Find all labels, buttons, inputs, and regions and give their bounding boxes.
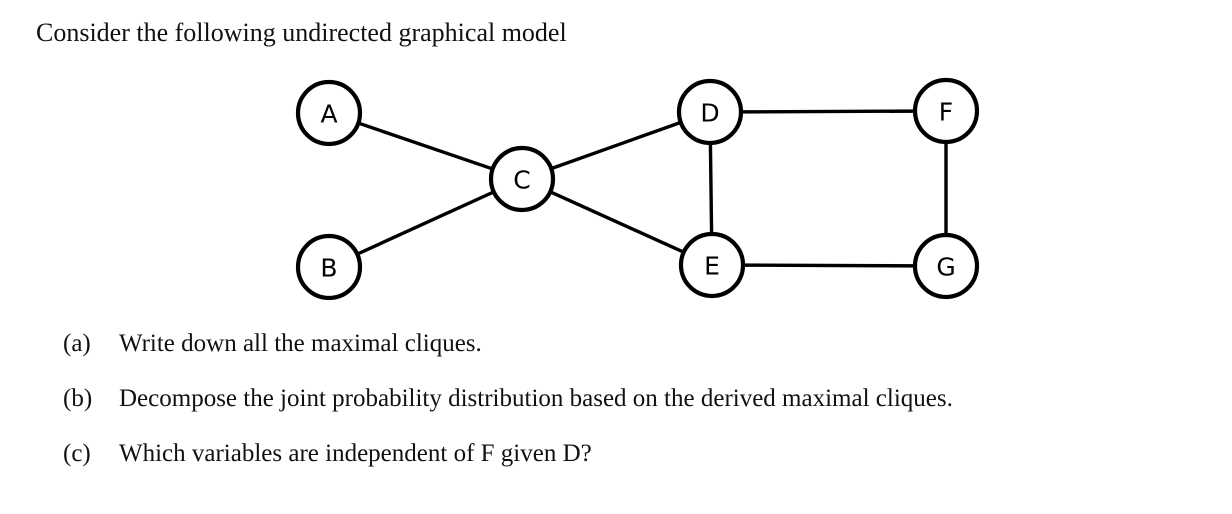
node-circle-b [295, 233, 363, 301]
question-item: (b) Decompose the joint probability distr… [0, 385, 1232, 440]
page-title: Consider the following undirected graphi… [36, 18, 567, 47]
edges-group [355, 109, 948, 268]
node-label-f: F [939, 98, 953, 127]
question-item: (a) Write down all the maximal cliques. [0, 330, 1232, 385]
graph-edge-d-f [739, 109, 917, 114]
node-label-b: B [320, 254, 337, 283]
graph-edge-c-d [549, 120, 683, 171]
graph-node-d: D [676, 78, 744, 146]
graph-edge-b-c [355, 189, 496, 257]
question-marker: (c) [63, 440, 91, 467]
graph-edge-e-g [741, 263, 917, 268]
node-label-d: D [700, 99, 719, 128]
question-text: Which variables are independent of F giv… [119, 440, 592, 467]
node-label-a: A [320, 100, 337, 129]
graph-node-f: F [912, 77, 980, 145]
node-circle-c [488, 145, 556, 213]
graph-node-g: G [912, 232, 980, 300]
graph-node-c: C [488, 145, 556, 213]
graph-edge-c-e [548, 189, 686, 255]
graphical-model-figure: A B C D E F G [0, 62, 1232, 317]
question-marker: (b) [63, 385, 93, 412]
question-item: (c) Which variables are independent of F … [0, 440, 1232, 495]
node-label-c: C [513, 166, 530, 195]
node-circle-a [295, 79, 363, 147]
graph-edge-a-c [356, 120, 495, 172]
question-text: Write down all the maximal cliques. [119, 330, 482, 357]
graph-node-b: B [295, 233, 363, 301]
graph-node-e: E [678, 231, 746, 299]
graph-canvas: A B C D E F G [295, 77, 980, 301]
node-label-e: E [704, 252, 720, 281]
question-text: Decompose the joint probability distribu… [119, 385, 953, 412]
question-marker: (a) [63, 330, 91, 357]
node-circle-f [912, 77, 980, 145]
node-label-g: G [936, 253, 955, 282]
node-circle-e [678, 231, 746, 299]
graph-edge-d-e [708, 141, 714, 236]
node-circle-d [676, 78, 744, 146]
graph-node-a: A [295, 79, 363, 147]
questions-list: (a) Write down all the maximal cliques. (b… [0, 330, 1232, 495]
nodes-group: A B C D E F G [295, 77, 980, 301]
node-circle-g [912, 232, 980, 300]
